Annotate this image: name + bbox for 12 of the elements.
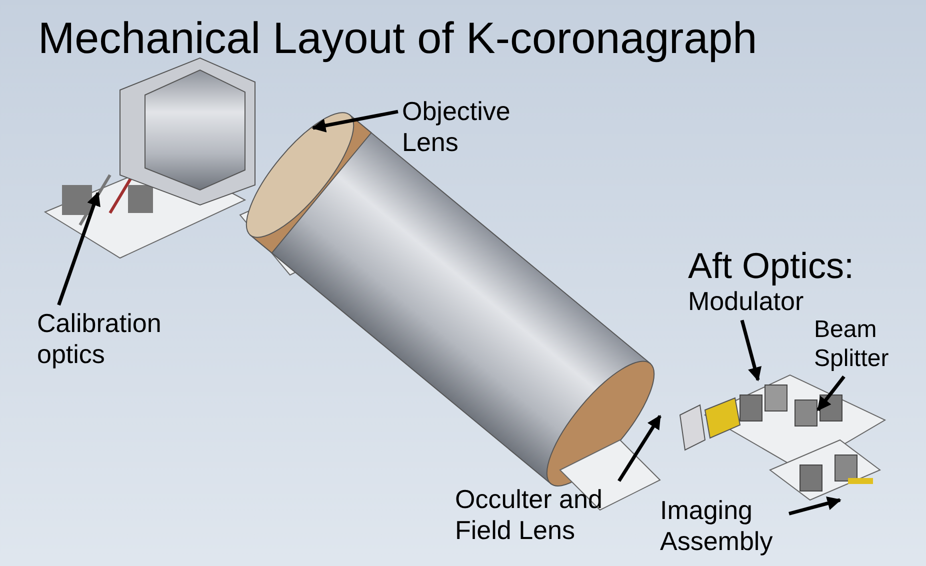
leader-arrow [312, 110, 398, 132]
leader-arrow [57, 192, 100, 306]
callout-label: Modulator [688, 286, 823, 318]
leader-arrow [788, 496, 842, 516]
title: Mechanical Layout of K-coronagraph [38, 14, 758, 65]
callout-label: Beam Splitter [814, 316, 914, 374]
leader-arrow [618, 414, 662, 482]
callout-label: Imaging Assembly [660, 495, 785, 558]
section-heading: Aft Optics: [688, 245, 854, 286]
callout-label: Objective Lens [402, 96, 527, 158]
leader-arrow [740, 320, 762, 382]
callout-label: Calibration optics [37, 308, 182, 370]
